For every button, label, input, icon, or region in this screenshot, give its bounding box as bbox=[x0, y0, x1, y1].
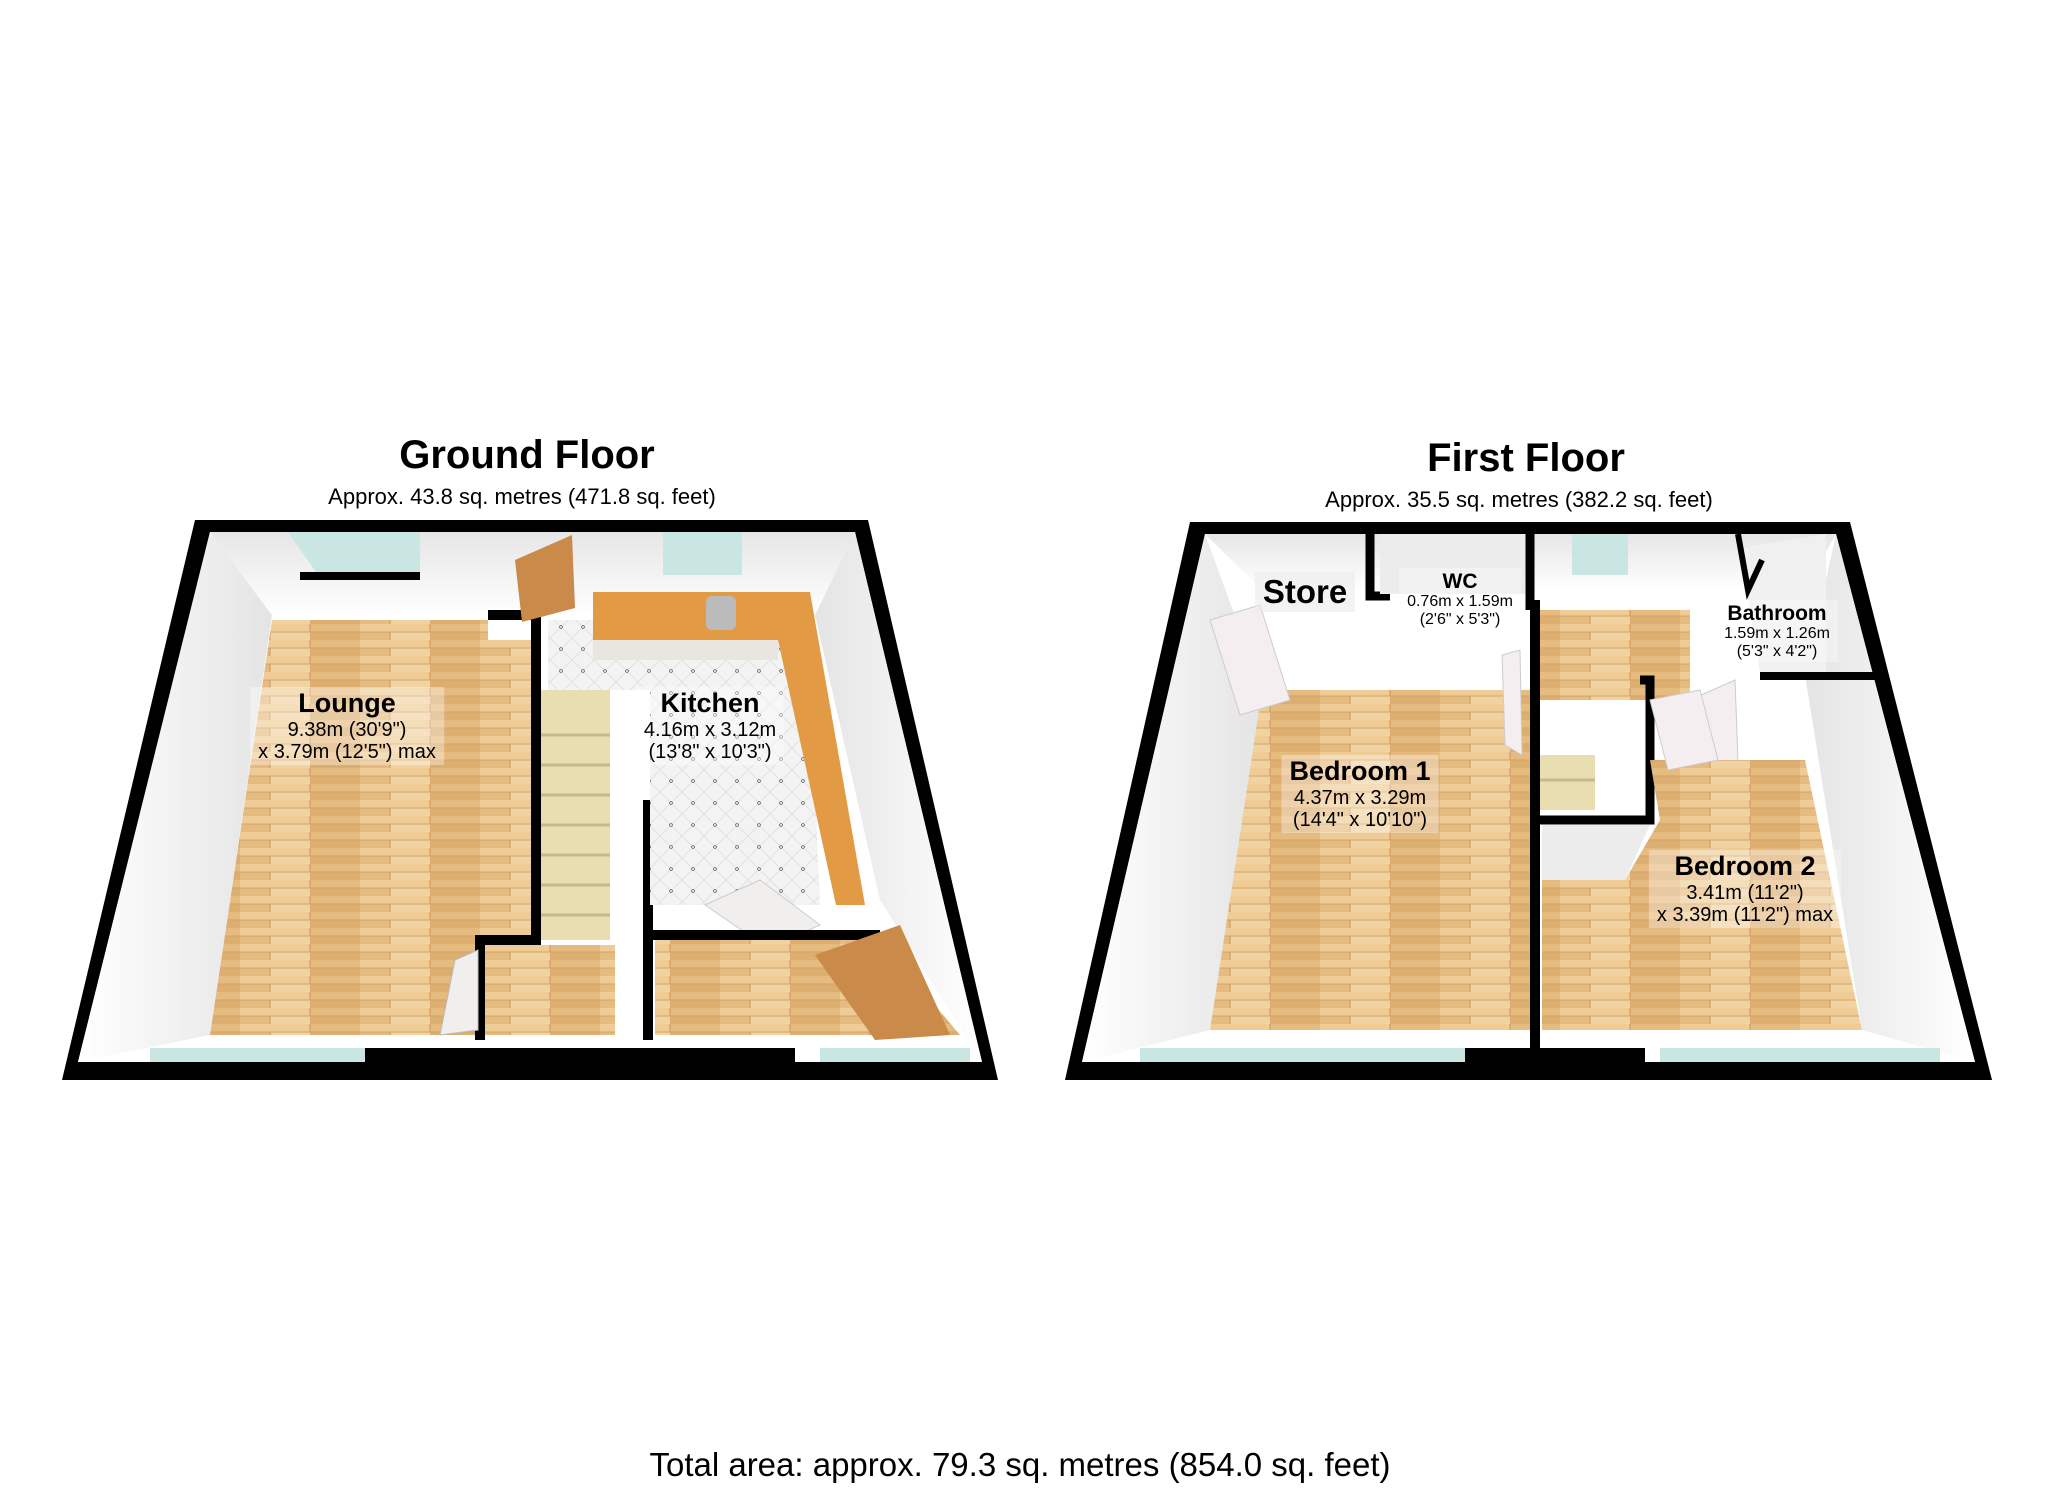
room-dimension: x 3.39m (11'2") max bbox=[1656, 903, 1834, 926]
room-label-store: Store bbox=[1254, 572, 1356, 613]
room-dimension: (13'8" x 10'3") bbox=[648, 740, 772, 763]
first-floor-area: Approx. 35.5 sq. metres (382.2 sq. feet) bbox=[1325, 487, 1713, 512]
room-label-lounge: Lounge 9.38m (30'9") x 3.79m (12'5") max bbox=[250, 687, 444, 765]
room-dimension: 3.41m (11'2") bbox=[1686, 881, 1804, 904]
room-dimension: 4.37m x 3.29m bbox=[1293, 786, 1427, 809]
room-label-wc: WC 0.76m x 1.59m (2'6" x 5'3") bbox=[1399, 568, 1521, 631]
room-label-bedroom-1: Bedroom 1 4.37m x 3.29m (14'4" x 10'10") bbox=[1281, 755, 1439, 833]
ground-floor-title: Ground Floor bbox=[399, 433, 655, 477]
room-dimension: 0.76m x 1.59m bbox=[1407, 593, 1513, 611]
room-dimension: 4.16m x 3.12m bbox=[643, 718, 777, 741]
room-dimension: (2'6" x 5'3") bbox=[1419, 610, 1501, 628]
room-name: Store bbox=[1262, 573, 1348, 610]
room-label-bedroom-2: Bedroom 2 3.41m (11'2") x 3.39m (11'2") … bbox=[1648, 850, 1842, 928]
room-label-bathroom: Bathroom 1.59m x 1.26m (5'3" x 4'2") bbox=[1716, 600, 1838, 663]
room-dimension: 9.38m (30'9") bbox=[287, 718, 407, 741]
room-name: WC bbox=[1442, 570, 1478, 593]
room-name: Kitchen bbox=[660, 688, 760, 718]
total-area: Total area: approx. 79.3 sq. metres (854… bbox=[649, 1446, 1391, 1483]
room-dimension: 1.59m x 1.26m bbox=[1724, 625, 1830, 643]
room-dimension: (5'3" x 4'2") bbox=[1736, 642, 1818, 660]
ground-floor-area: Approx. 43.8 sq. metres (471.8 sq. feet) bbox=[328, 484, 716, 509]
room-dimension: x 3.79m (12'5") max bbox=[258, 740, 436, 763]
first-floor-title: First Floor bbox=[1427, 436, 1625, 480]
room-name: Bedroom 1 bbox=[1289, 756, 1431, 786]
ground-floor-plan bbox=[62, 520, 998, 1080]
room-dimension: (14'4" x 10'10") bbox=[1292, 808, 1428, 831]
room-name: Bedroom 2 bbox=[1674, 851, 1816, 881]
first-floor-plan bbox=[1065, 522, 1992, 1080]
room-name: Lounge bbox=[298, 688, 396, 718]
room-name: Bathroom bbox=[1727, 602, 1827, 625]
room-label-kitchen: Kitchen 4.16m x 3.12m (13'8" x 10'3") bbox=[635, 687, 785, 765]
